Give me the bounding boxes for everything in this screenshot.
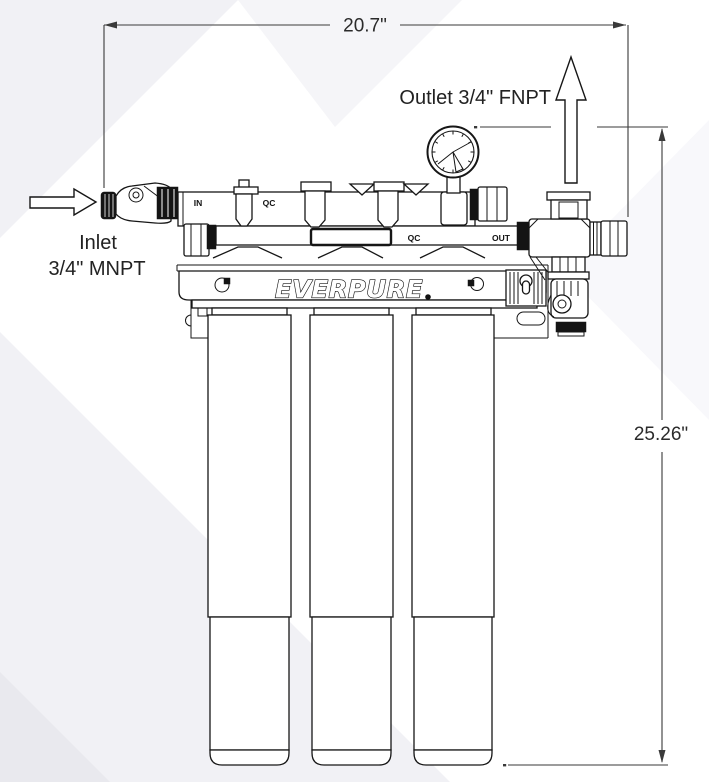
brand-logo-dot — [425, 294, 431, 300]
cartridge-body-lower — [209, 616, 290, 751]
cartridge-body-lower — [311, 616, 392, 751]
upper-right-thread-ring — [469, 188, 479, 221]
cartridge-body-upper — [411, 314, 495, 618]
gauge-needle-wedge — [452, 151, 464, 173]
height-dimension: 25.26" — [474, 126, 688, 767]
tee-top-inner — [558, 201, 579, 219]
upper-right-nut — [477, 186, 508, 222]
width-dimension: 20.7" — [103, 16, 629, 217]
clip-tent-1 — [212, 246, 283, 259]
outlet-flow-arrow-icon — [555, 54, 587, 184]
flush-flange — [547, 271, 590, 280]
cartridge-body-upper — [207, 314, 292, 618]
flush-lever-pivot-inner — [557, 299, 567, 309]
bracket-foot — [197, 307, 208, 317]
filter-cartridge-2 — [309, 307, 394, 766]
outlet-coupling — [589, 221, 602, 256]
arrowhead-up-icon — [658, 128, 666, 141]
inlet-thread-lines — [104, 194, 114, 217]
width-dimension-label: 20.7" — [343, 16, 387, 37]
mounting-tab-left — [223, 277, 231, 285]
cartridge-bottom-cap — [311, 749, 392, 766]
tee-top-flange — [546, 191, 591, 201]
outlet-valve-assembly — [528, 191, 628, 337]
clip-tent-2 — [317, 246, 384, 259]
cartridge-bottom-cap — [413, 749, 493, 766]
manifold-upper-tube — [177, 191, 476, 227]
leader-dot-bottom — [503, 764, 507, 767]
port-tower-1 — [300, 181, 332, 228]
bracket-ladder-ribs — [509, 272, 543, 304]
pressure-gauge — [426, 125, 480, 194]
inlet-valve-pivot-inner — [132, 191, 140, 199]
filter-cartridges — [207, 307, 495, 766]
gauge-stem — [446, 175, 461, 194]
height-dimension-label: 25.26" — [634, 424, 688, 445]
manifold: IN QC QC OUT — [177, 179, 531, 259]
lower-right-thread-ring — [516, 221, 531, 251]
bracket-top-strip — [176, 264, 549, 272]
flow-callouts: Outlet 3/4" FNPT Inlet 3/4" MNPT — [29, 54, 587, 280]
inlet-nut-slits — [161, 189, 175, 217]
filter-cartridge-3 — [411, 307, 495, 766]
flush-thread-ring — [555, 321, 587, 333]
cartridge-neck — [211, 307, 288, 316]
tee-chamfers — [528, 218, 591, 229]
flush-outlet-lip — [557, 331, 585, 337]
inlet-thread-ring — [100, 191, 117, 220]
inlet-flow-arrow-icon — [29, 187, 98, 217]
flush-collar-ribs — [559, 257, 577, 272]
clip-tent-3 — [419, 246, 486, 259]
spout-notch-2 — [402, 183, 430, 196]
manifold-label-plate — [309, 227, 393, 247]
bracket-keyhole-slot — [521, 280, 531, 295]
arrowhead-down-icon — [658, 750, 666, 763]
lower-left-nut — [183, 223, 210, 257]
filter-cartridge-1 — [207, 307, 292, 766]
cartridge-body-lower — [413, 616, 493, 751]
tee-body — [528, 218, 591, 258]
outlet-coupling-ribs — [593, 222, 598, 255]
gauge-needle — [437, 141, 472, 165]
port-label-qc-top: QC — [263, 198, 276, 208]
arrowhead-right-icon — [613, 21, 626, 29]
port-label-qc-bottom: QC — [408, 233, 421, 243]
bracket-flange — [191, 299, 538, 309]
outlet-nut-facets — [609, 221, 619, 256]
cartridge-neck — [415, 307, 492, 316]
inlet-callout-line1: Inlet — [79, 232, 117, 254]
lower-left-nut-facets — [190, 224, 202, 256]
port-tower-2 — [373, 181, 405, 228]
bracket-notch — [185, 314, 192, 327]
cartridge-body-upper — [309, 314, 394, 618]
port-label-in: IN — [194, 198, 203, 208]
gauge-port — [440, 191, 468, 226]
inlet-callout-line2: 3/4" MNPT — [48, 258, 145, 280]
lower-left-thread-ring — [206, 224, 217, 250]
flush-lever-pivot — [552, 294, 572, 314]
cartridge-neck — [313, 307, 390, 316]
outlet-callout: Outlet 3/4" FNPT — [399, 87, 551, 109]
leader-dot-top — [474, 126, 478, 129]
tee-top-body — [550, 199, 588, 220]
mounting-hole-left — [214, 277, 230, 293]
spout-notch-1 — [348, 183, 376, 196]
inlet-valve-pivot — [128, 187, 144, 203]
arrowhead-left-icon — [104, 21, 117, 29]
flush-lever-handle — [547, 294, 555, 318]
brand-logo: EVERPURE — [275, 276, 423, 304]
bracket-slot — [516, 311, 546, 326]
port-label-out: OUT — [492, 233, 511, 243]
outlet-nut — [600, 220, 628, 257]
upper-right-nut-facets — [486, 187, 498, 221]
mounting-bracket: EVERPURE — [176, 264, 549, 339]
qc-valve-small — [233, 179, 259, 227]
inlet-valve — [100, 182, 179, 224]
cartridge-bottom-cap — [209, 749, 290, 766]
mounting-tab-right — [467, 279, 475, 287]
flush-valve-ribs — [556, 281, 579, 296]
